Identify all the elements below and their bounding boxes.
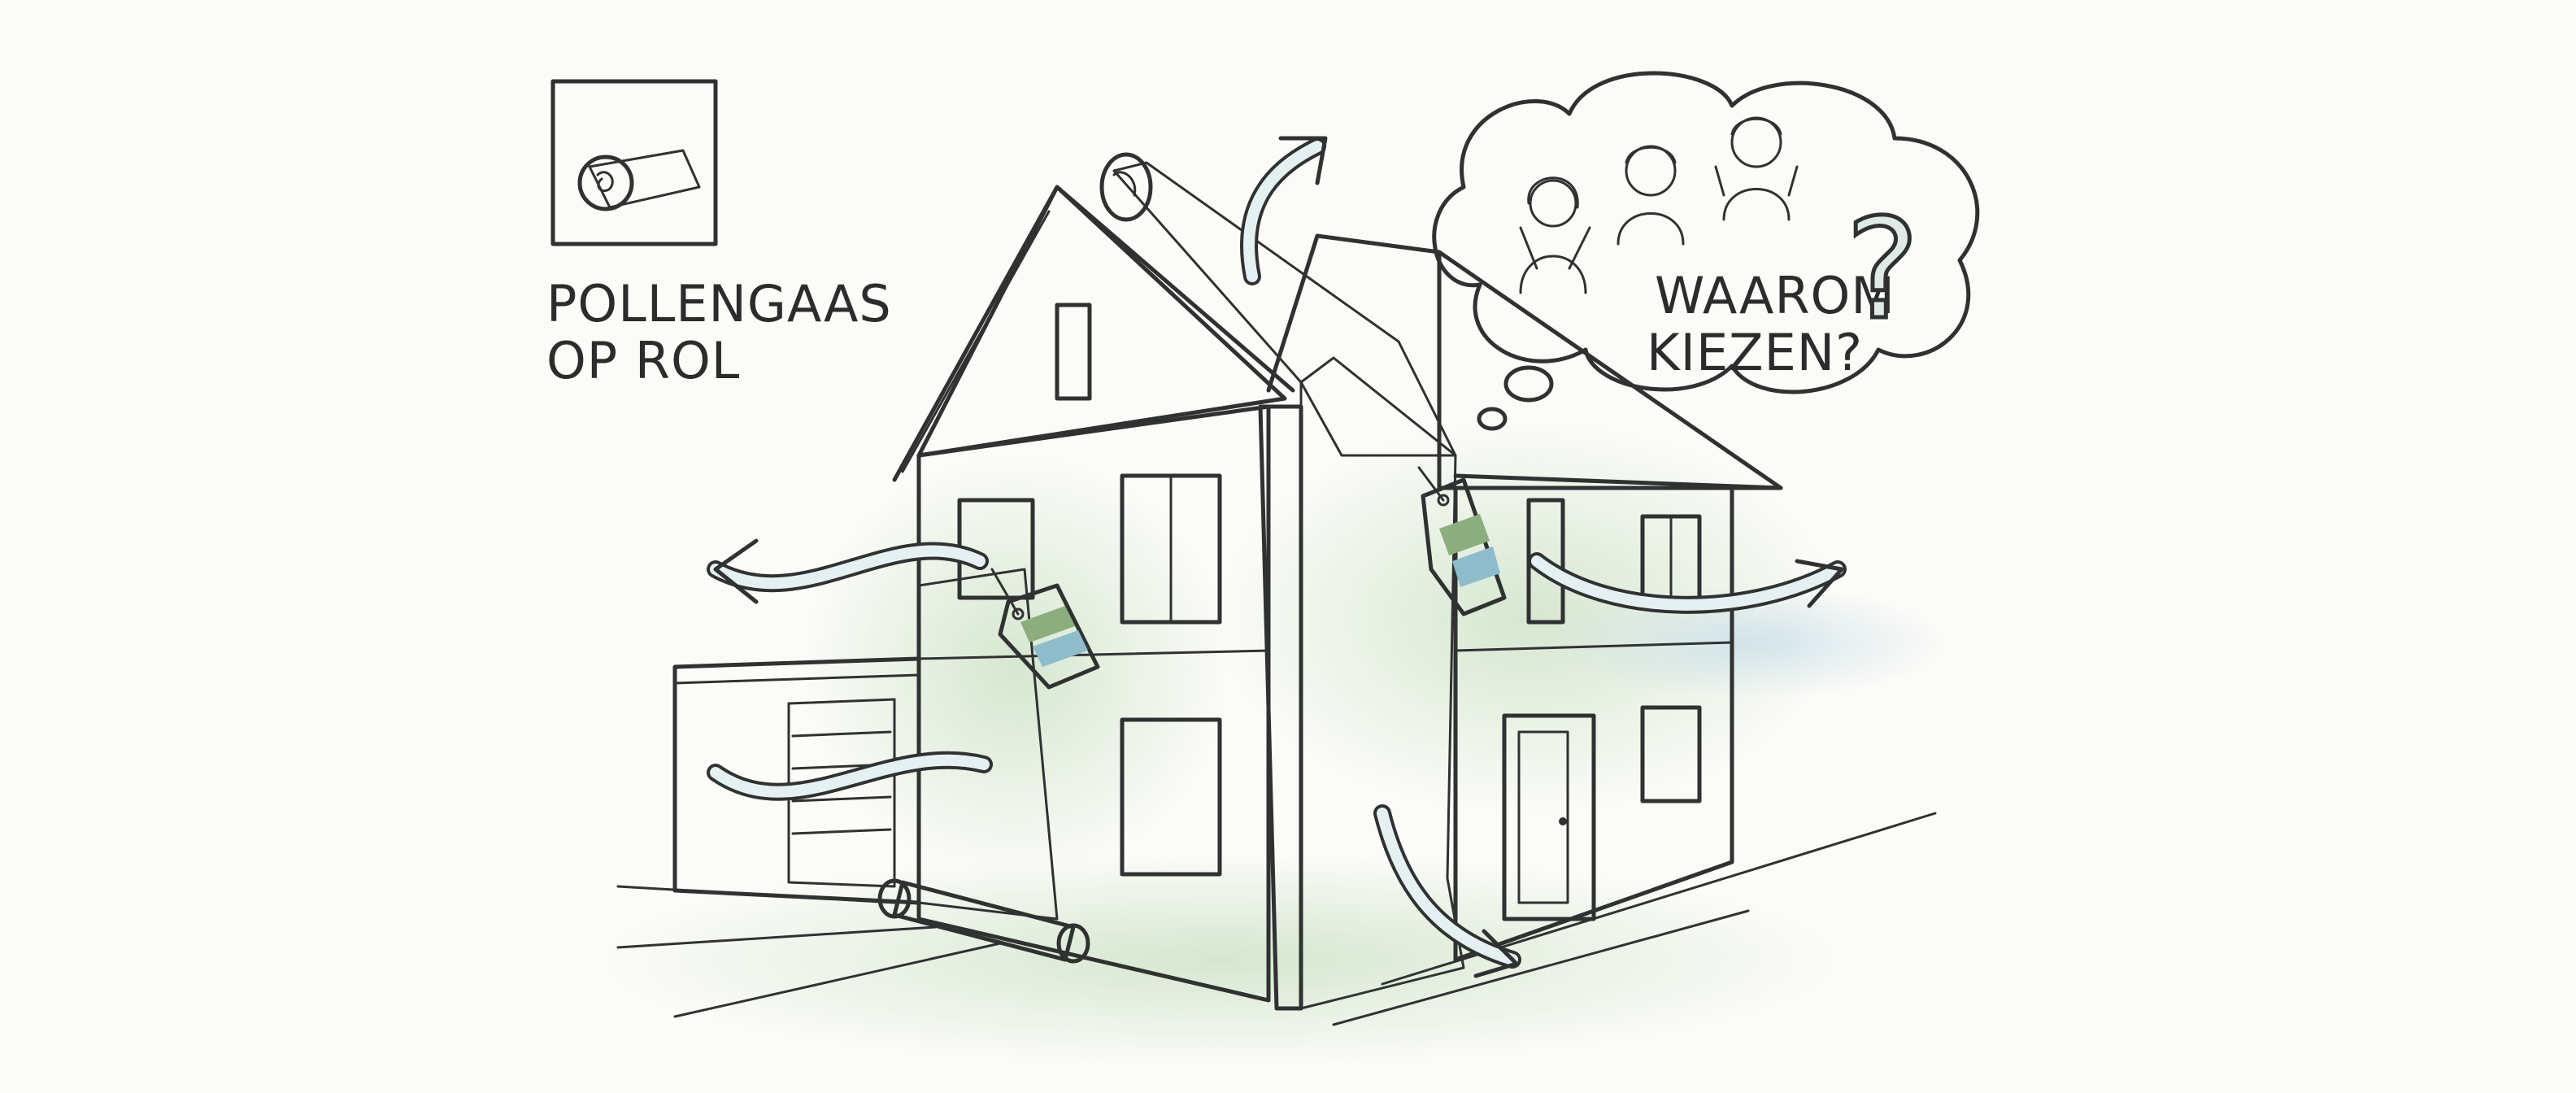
bubble-text-line2: KIEZEN?	[1647, 323, 1863, 382]
house-right-wing	[1266, 233, 1783, 962]
question-mark: ?	[1846, 189, 1919, 351]
airflow-arrow-icon	[707, 751, 993, 801]
person-icon	[1617, 145, 1685, 246]
airflow-arrow-icon	[1240, 136, 1328, 285]
mesh-roll-icon	[550, 79, 718, 246]
ground-wash	[602, 423, 1943, 1065]
mesh-roll-ground	[877, 878, 1090, 964]
airflow-arrow-icon	[1373, 804, 1521, 978]
airflow-arrow-icon	[707, 538, 989, 604]
mesh-strip-front	[877, 568, 1090, 964]
thought-bubble-icon	[1432, 71, 1980, 431]
airflow-arrow-icon	[1528, 552, 1847, 614]
house-main	[892, 185, 1303, 1011]
product-label-line1: POLLENGAAS	[546, 274, 892, 333]
mesh-strip-roof	[1099, 152, 1465, 1010]
price-tag-icon	[990, 568, 1100, 690]
product-label-line2: OP ROL	[546, 331, 740, 390]
person-icon	[1519, 176, 1591, 294]
person-icon	[1714, 116, 1799, 221]
bubble-text-line1: WAAROM	[1655, 266, 1895, 325]
price-tag-icon	[1417, 466, 1507, 616]
